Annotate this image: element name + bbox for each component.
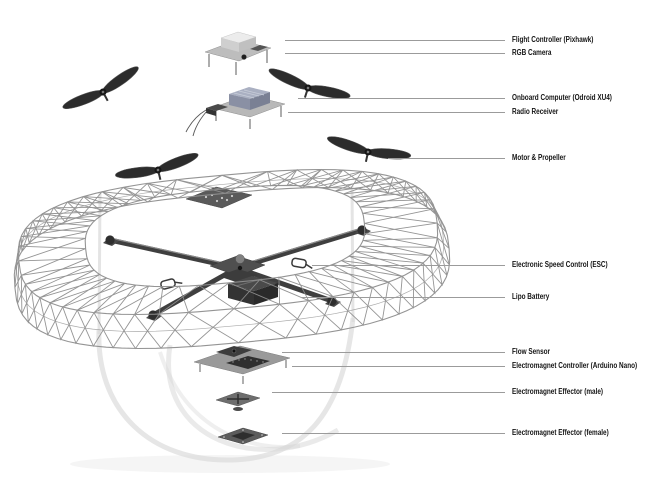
- onboard-computer-assembly: [185, 87, 286, 137]
- part-label: Lipo Battery: [512, 292, 550, 301]
- leader-line: [282, 352, 505, 353]
- frame-arm-highlights: [109, 227, 363, 267]
- leader-line: [288, 112, 505, 113]
- leader-line: [285, 40, 505, 41]
- arduino-nano: [226, 356, 270, 369]
- flight-controller-assembly: [204, 31, 272, 75]
- floor-shadow: [70, 455, 390, 473]
- label-row-flight-controller: Flight Controller (Pixhawk): [0, 34, 650, 46]
- part-label: Radio Receiver: [512, 107, 559, 116]
- camera-lens: [241, 54, 247, 60]
- label-row-flow-sensor: Flow Sensor: [0, 346, 650, 358]
- electromagnet-effector-male: [215, 391, 261, 411]
- label-row-motor-propeller: Motor & Propeller: [0, 152, 650, 164]
- part-label: Flow Sensor: [512, 347, 551, 356]
- esc-module: [160, 257, 313, 290]
- leader-line: [272, 392, 505, 393]
- label-row-radio-receiver: Radio Receiver: [0, 106, 650, 118]
- leader-line: [312, 265, 505, 266]
- label-row-lipo-battery: Lipo Battery: [0, 291, 650, 303]
- propeller: [115, 153, 199, 180]
- acrylic-stand: [96, 185, 356, 463]
- part-label: Electromagnet Effector (female): [512, 428, 609, 437]
- propeller: [268, 68, 351, 99]
- protective-cage: [13, 168, 451, 350]
- part-label: Electromagnet Controller (Arduino Nano): [512, 361, 638, 370]
- heatsink: [229, 87, 270, 110]
- leader-line: [285, 53, 505, 54]
- label-row-onboard-computer: Onboard Computer (Odroid XU4): [0, 92, 650, 104]
- part-label: Motor & Propeller: [512, 153, 566, 162]
- label-row-effector-female: Electromagnet Effector (female): [0, 427, 650, 439]
- part-label: Onboard Computer (Odroid XU4): [512, 93, 612, 102]
- leader-line: [298, 98, 505, 99]
- leader-line: [282, 433, 505, 434]
- part-label: Electromagnet Effector (male): [512, 387, 604, 396]
- flow-sensor: [216, 346, 252, 357]
- part-label: Electronic Speed Control (ESC): [512, 260, 608, 269]
- radio-receiver: [185, 104, 228, 137]
- electromagnet-effector-female: [217, 427, 269, 445]
- propeller: [62, 66, 139, 109]
- top-mounting-plate: [185, 186, 253, 209]
- center-hub: [209, 254, 266, 283]
- part-label: RGB Camera: [512, 48, 552, 57]
- label-row-esc: Electronic Speed Control (ESC): [0, 259, 650, 271]
- label-row-effector-male: Electromagnet Effector (male): [0, 386, 650, 398]
- part-label: Flight Controller (Pixhawk): [512, 35, 594, 44]
- leader-line: [292, 366, 505, 367]
- receiver-antennas: [185, 109, 208, 137]
- leader-line: [302, 297, 505, 298]
- propeller: [327, 136, 412, 162]
- rgb-camera: [250, 45, 268, 51]
- label-row-rgb-camera: RGB Camera: [0, 47, 650, 59]
- leader-line: [388, 158, 505, 159]
- label-row-electromagnet-controller: Electromagnet Controller (Arduino Nano): [0, 360, 650, 372]
- propellers: [62, 66, 412, 180]
- lower-stack: [193, 345, 291, 445]
